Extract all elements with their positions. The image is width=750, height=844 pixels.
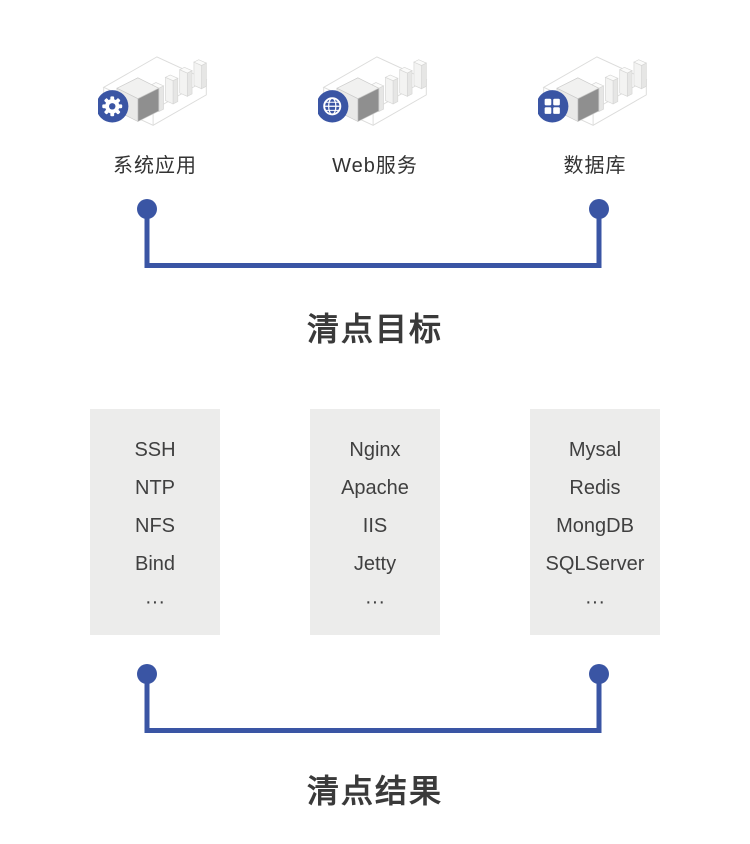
list-item: Mysal: [568, 439, 622, 461]
list-item: Nginx: [349, 439, 401, 461]
list-item: MongDB: [556, 515, 634, 537]
result-box-system-apps: SSH NTP NFS Bind ···: [90, 409, 220, 635]
bracket-connector-top: [137, 199, 609, 268]
section-title-result: 清点结果: [306, 773, 443, 809]
result-box-web-services: Nginx Apache IIS Jetty ···: [310, 409, 440, 635]
list-item: SQLServer: [545, 553, 645, 575]
globe-icon: [318, 90, 349, 123]
server-stack-illustration: [538, 56, 648, 126]
node-label-web-services: Web服务: [332, 155, 418, 177]
node-system-apps: 系统应用: [90, 34, 220, 178]
grid-icon: [538, 90, 569, 123]
list-item: SSH: [134, 439, 176, 461]
connector-dot-left: [137, 664, 157, 684]
server-slabs: [150, 59, 208, 113]
node-label-database: 数据库: [563, 155, 627, 177]
list-item: NTP: [135, 477, 175, 499]
connector-dot-left: [137, 199, 157, 219]
list-item: Bind: [134, 553, 176, 575]
list-item-ellipsis: ···: [145, 591, 165, 613]
result-box-database: Mysal Redis MongDB SQLServer ···: [530, 409, 660, 635]
section-title-target: 清点目标: [306, 311, 443, 347]
list-item-ellipsis: ···: [365, 591, 385, 613]
bracket-connector-bottom: [137, 664, 609, 733]
server-stack-illustration: [98, 56, 208, 126]
gear-icon: [98, 90, 129, 123]
server-stack-illustration: [318, 56, 428, 126]
node-web-services: Web服务: [310, 34, 440, 178]
list-item: Redis: [569, 477, 621, 499]
list-item: NFS: [135, 515, 175, 537]
connector-dot-right: [589, 664, 609, 684]
list-item: Apache: [341, 477, 409, 499]
server-slabs: [370, 59, 428, 113]
list-item: IIS: [362, 515, 388, 537]
list-item: Jetty: [353, 553, 397, 575]
node-label-system-apps: 系统应用: [113, 155, 197, 177]
server-slabs: [590, 59, 648, 113]
node-database: 数据库: [530, 34, 660, 178]
list-item-ellipsis: ···: [585, 591, 605, 613]
connector-dot-right: [589, 199, 609, 219]
